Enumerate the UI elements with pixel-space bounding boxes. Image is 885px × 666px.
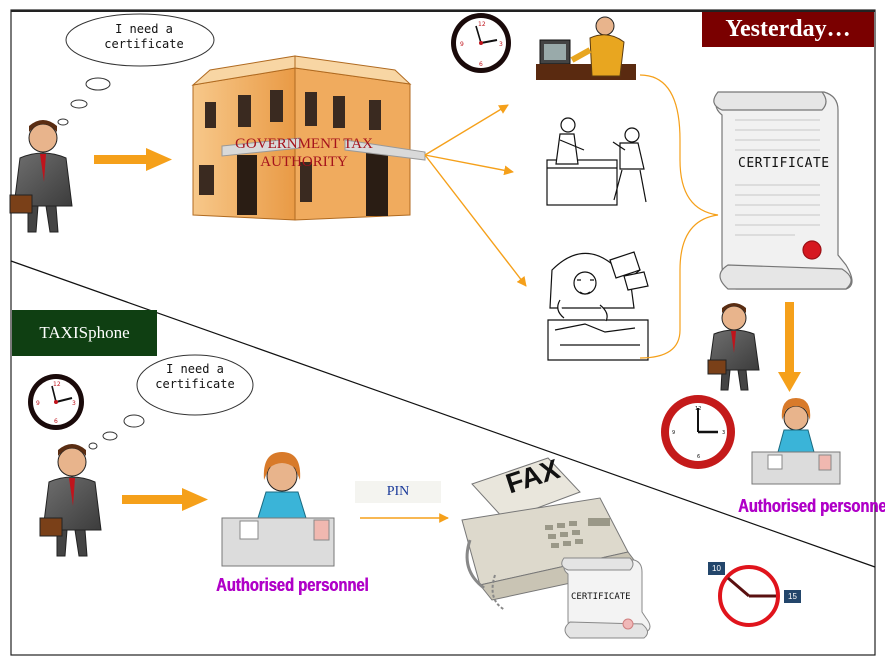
government-building-icon bbox=[191, 55, 426, 221]
svg-text:6: 6 bbox=[479, 61, 483, 68]
wall-clock-top-icon: 12 3 6 9 bbox=[451, 13, 511, 73]
svg-text:12: 12 bbox=[478, 21, 486, 28]
time-end-badge: 15 bbox=[784, 590, 801, 603]
businessman-waiting-icon bbox=[707, 303, 760, 391]
overloaded-worker-sketch-icon bbox=[547, 251, 649, 361]
authorised-personnel-top-icon bbox=[751, 398, 841, 485]
pin-label: PIN bbox=[355, 481, 441, 503]
svg-text:6: 6 bbox=[54, 418, 58, 425]
svg-text:3: 3 bbox=[499, 41, 503, 48]
svg-text:12: 12 bbox=[53, 381, 61, 388]
authorised-personnel-bottom-label: Authorised personnel bbox=[216, 575, 369, 595]
clerk-computer-icon bbox=[536, 16, 636, 80]
arrow-certificate-down-head bbox=[778, 372, 801, 392]
svg-text:3: 3 bbox=[72, 400, 76, 407]
certificate-bottom-label: CERTIFICATE bbox=[571, 592, 631, 602]
government-authority-label: GOVERNMENT TAX AUTHORITY bbox=[235, 136, 373, 170]
thought-text-bottom: I need a certificate bbox=[155, 362, 235, 391]
certificate-scroll-bottom-icon bbox=[561, 557, 651, 639]
arrow-authority-to-office bbox=[424, 154, 514, 176]
certificate-scroll-top-icon bbox=[713, 91, 853, 290]
arrow-authority-to-clerk bbox=[424, 104, 509, 156]
quick-timer-clock-icon bbox=[718, 565, 780, 627]
thought-text-top: I need a certificate bbox=[104, 22, 184, 51]
arrow-person-to-authority-head bbox=[146, 148, 172, 171]
arrow-person-to-personnel bbox=[122, 495, 184, 504]
yesterday-banner: Yesterday… bbox=[702, 12, 874, 47]
process-bracket bbox=[639, 74, 719, 359]
svg-text:9: 9 bbox=[672, 430, 675, 436]
taxiphone-banner: TAXISphone bbox=[12, 310, 157, 356]
time-start-badge: 10 bbox=[708, 562, 725, 575]
svg-text:9: 9 bbox=[36, 400, 40, 407]
svg-text:3: 3 bbox=[722, 430, 725, 436]
certificate-top-label: CERTIFICATE bbox=[738, 156, 830, 171]
arrow-authority-to-overload bbox=[424, 154, 527, 287]
svg-text:9: 9 bbox=[460, 41, 464, 48]
arrow-person-to-personnel-head bbox=[182, 488, 208, 511]
authorised-personnel-bottom-icon bbox=[221, 452, 335, 567]
arrow-person-to-authority bbox=[94, 155, 148, 164]
thought-bubble-bottom bbox=[88, 354, 254, 450]
businessman-top-icon bbox=[9, 120, 73, 233]
svg-text:6: 6 bbox=[697, 454, 700, 460]
wall-clock-bottom-icon: 12 3 6 9 bbox=[28, 374, 84, 430]
divider-line bbox=[10, 260, 876, 568]
thought-bubble-top bbox=[57, 13, 215, 126]
businessman-bottom-icon bbox=[39, 444, 102, 557]
arrow-certificate-down bbox=[785, 302, 794, 374]
office-meeting-sketch-icon bbox=[546, 117, 647, 206]
authorised-personnel-top-label: Authorised personnel bbox=[738, 496, 885, 516]
